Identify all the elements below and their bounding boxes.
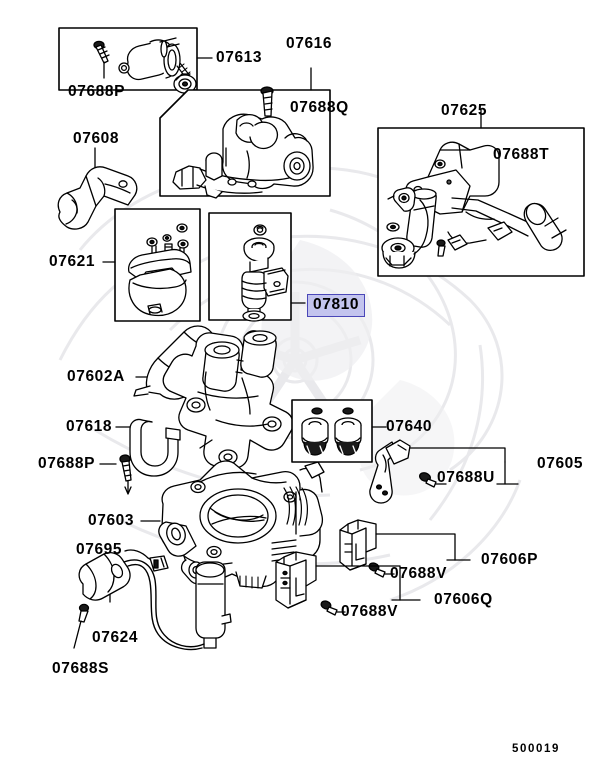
box-07640 (291, 399, 387, 463)
label-07688V-upper: 07688V (390, 565, 448, 582)
label-07613: 07613 (216, 49, 263, 66)
part-07688V-upper (368, 562, 395, 578)
part-07640-body (301, 407, 362, 456)
label-07688U: 07688U (437, 469, 495, 486)
box-07621 (102, 208, 201, 322)
part-07621-body (127, 223, 192, 317)
part-07608 (57, 147, 138, 230)
label-07608: 07608 (73, 130, 120, 147)
group-07606P (339, 519, 471, 578)
label-07605: 07605 (537, 455, 584, 472)
part-07688U (419, 472, 447, 488)
part-07688P-mid (99, 454, 132, 495)
label-07606P: 07606P (481, 551, 539, 568)
part-07688S (73, 603, 90, 649)
label-07695: 07695 (76, 541, 123, 558)
label-07688V-lower: 07688V (341, 603, 399, 620)
label-07640: 07640 (386, 418, 433, 435)
label-07688P-top: 07688P (68, 83, 126, 100)
label-07624: 07624 (92, 629, 139, 646)
part-07602-mount-plate (162, 330, 294, 469)
label-07621: 07621 (49, 253, 96, 270)
label-07602A: 07602A (67, 368, 125, 385)
part-07688Q (260, 86, 274, 117)
box-07810 (208, 212, 306, 322)
part-07624 (78, 552, 232, 651)
part-07616-body (172, 113, 314, 199)
group-07605 (369, 439, 519, 504)
part-07688P-top (93, 40, 110, 79)
label-07810-highlighted[interactable]: 07810 (307, 294, 366, 317)
part-07618 (115, 418, 181, 477)
label-07603: 07603 (88, 512, 135, 529)
label-07606Q: 07606Q (434, 591, 493, 608)
label-07616: 07616 (286, 35, 333, 52)
label-07688P-mid: 07688P (38, 455, 96, 472)
box-07616 (159, 67, 331, 199)
part-07695 (124, 549, 169, 572)
label-07618: 07618 (66, 418, 113, 435)
sheet-number: 500019 (512, 743, 560, 755)
label-07688T: 07688T (493, 146, 550, 163)
label-07688S: 07688S (52, 660, 110, 677)
part-07810-body (241, 224, 289, 322)
box-07613 (58, 27, 213, 94)
label-07688Q: 07688Q (290, 99, 349, 116)
group-07606Q (275, 551, 421, 616)
part-07603 (140, 460, 325, 589)
part-07625-body (381, 141, 567, 269)
box-07625 (377, 109, 585, 277)
part-07613-body (118, 37, 197, 94)
label-07625: 07625 (441, 102, 488, 119)
part-07688V-lower (320, 600, 346, 616)
